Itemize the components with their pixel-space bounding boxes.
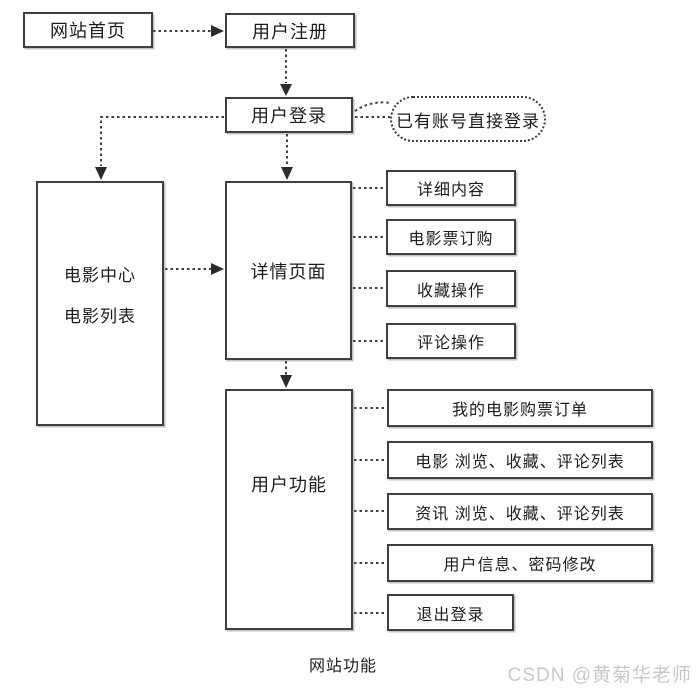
node-user-login-label: 用户登录 bbox=[251, 106, 327, 126]
node-user-functions-label: 用户功能 bbox=[251, 474, 327, 495]
node-movie-lists-label: 电影 浏览、收藏、评论列表 bbox=[415, 454, 625, 471]
node-ticket-order-label: 电影票订购 bbox=[408, 231, 494, 248]
node-movie-center-line1: 电影中心 bbox=[64, 266, 136, 285]
node-movie-center: 电影中心 电影列表 bbox=[36, 181, 164, 426]
node-user-info-password: 用户信息、密码修改 bbox=[387, 544, 653, 582]
node-movie-center-line2: 电影列表 bbox=[64, 307, 136, 326]
node-news-lists: 资讯 浏览、收藏、评论列表 bbox=[387, 493, 653, 530]
node-detail-content-label: 详细内容 bbox=[416, 182, 485, 199]
node-website-home-label: 网站首页 bbox=[50, 21, 126, 41]
arrowhead-register-login bbox=[280, 84, 292, 96]
node-user-register-label: 用户注册 bbox=[252, 21, 328, 42]
arrowhead-detailpage-userfunctions bbox=[280, 375, 292, 388]
connector-login-note-upper bbox=[354, 101, 392, 112]
node-detail-page-label: 详情页面 bbox=[250, 261, 327, 282]
node-user-login: 用户登录 bbox=[225, 97, 353, 133]
node-movie-lists: 电影 浏览、收藏、评论列表 bbox=[387, 441, 653, 479]
csdn-watermark: CSDN @黄菊华老师 bbox=[507, 665, 692, 686]
node-my-ticket-orders: 我的电影购票订单 bbox=[387, 389, 653, 427]
arrowhead-login-detailpage bbox=[281, 167, 293, 180]
node-my-ticket-orders-label: 我的电影购票订单 bbox=[451, 402, 588, 419]
node-logout-label: 退出登录 bbox=[416, 606, 485, 624]
arrowhead-moviecenter-detailpage bbox=[211, 263, 224, 275]
node-favorite-action: 收藏操作 bbox=[386, 270, 516, 307]
arrowhead-login-moviecenter bbox=[95, 167, 107, 180]
node-ticket-order: 电影票订购 bbox=[386, 219, 516, 255]
node-news-lists-label: 资讯 浏览、收藏、评论列表 bbox=[415, 505, 625, 523]
node-user-register: 用户注册 bbox=[225, 13, 355, 48]
node-detail-content: 详细内容 bbox=[386, 170, 516, 206]
node-favorite-action-label: 收藏操作 bbox=[416, 282, 485, 300]
connector-login-moviecenter bbox=[100, 116, 224, 166]
node-user-info-password-label: 用户信息、密码修改 bbox=[443, 557, 597, 574]
note-existing-account-login-label: 已有账号直接登录 bbox=[396, 111, 540, 131]
node-user-functions: 用户功能 bbox=[225, 389, 353, 630]
node-comment-action: 评论操作 bbox=[386, 323, 516, 359]
note-existing-account-login: 已有账号直接登录 bbox=[390, 96, 546, 142]
node-logout: 退出登录 bbox=[387, 594, 514, 631]
node-comment-action-label: 评论操作 bbox=[416, 335, 485, 352]
node-website-home: 网站首页 bbox=[23, 12, 153, 48]
diagram-caption: 网站功能 bbox=[308, 658, 377, 675]
node-detail-page: 详情页面 bbox=[225, 181, 352, 360]
arrowhead-home-register bbox=[211, 25, 224, 37]
